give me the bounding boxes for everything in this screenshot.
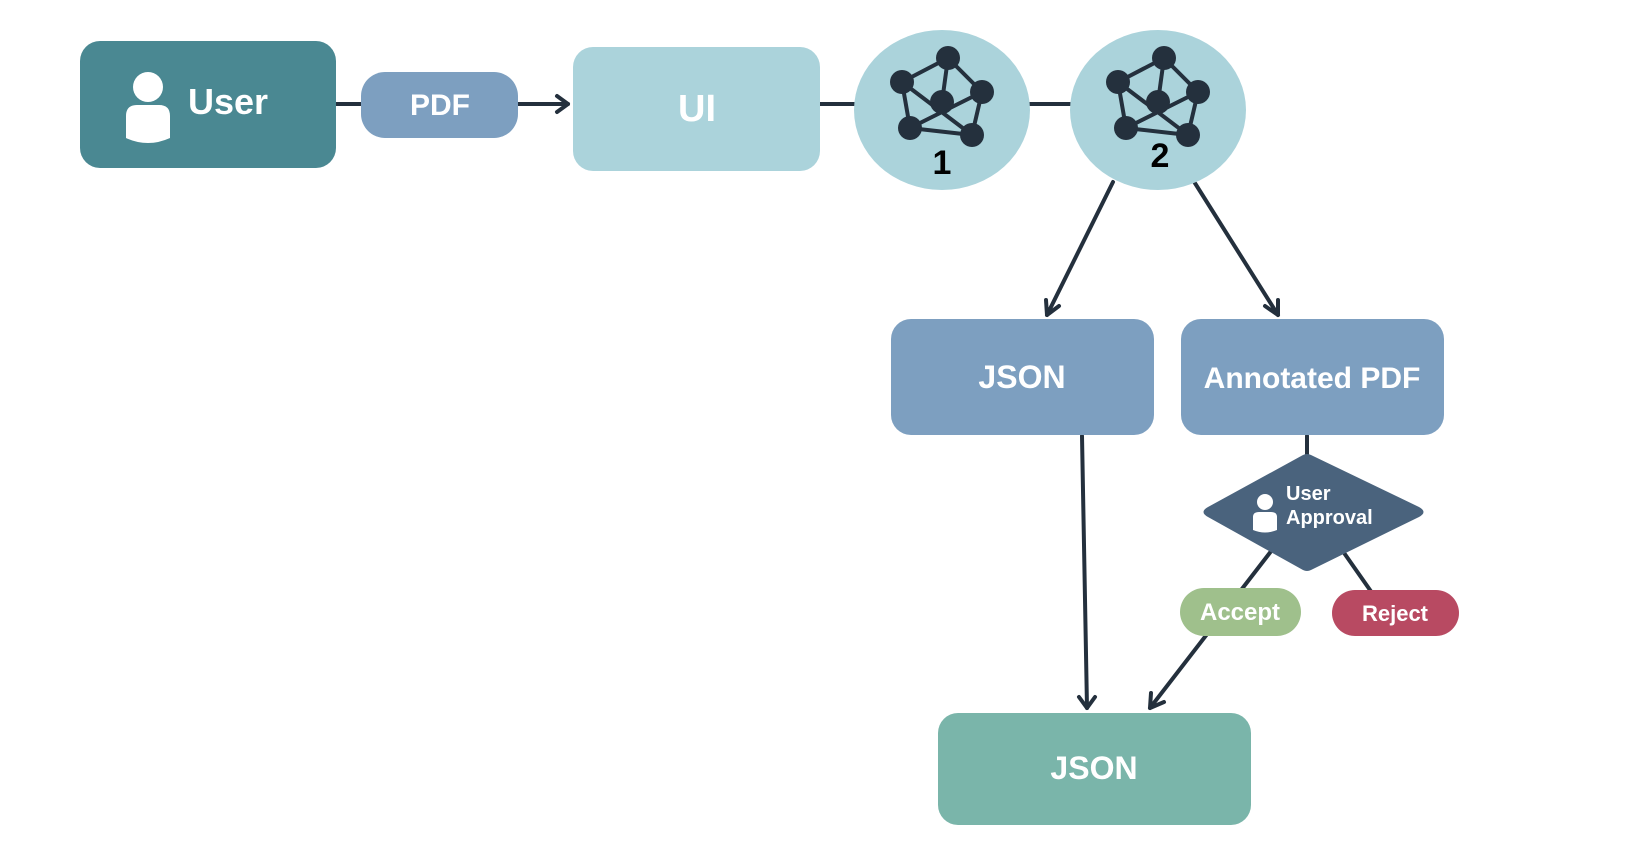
accept-pill (1180, 588, 1301, 636)
reject-pill (1332, 590, 1459, 636)
person-icon (126, 72, 170, 143)
json-output-box (891, 319, 1154, 435)
user-approval-label-line1: User (1286, 483, 1331, 505)
pdf-edge-label: PDF (361, 72, 518, 138)
annotated-pdf-node: Annotated PDF (1181, 319, 1444, 435)
person-icon (1253, 494, 1277, 533)
pdf-pill (361, 72, 518, 138)
reject-node: Reject (1332, 590, 1459, 636)
model-1-node: 1 (854, 30, 1030, 190)
ui-label: UI (678, 88, 716, 130)
annotated-pdf-box (1181, 319, 1444, 435)
edge-model-2-to-json (1045, 180, 1115, 317)
user-approval-label-line2: Approval (1286, 507, 1373, 529)
network-icon (1106, 46, 1210, 147)
ui-box (573, 47, 820, 171)
model-2-node: 2 (1070, 30, 1246, 190)
json-output-label: JSON (978, 359, 1065, 395)
user-node: User (80, 41, 336, 168)
annotated-pdf-label: Annotated PDF (1204, 362, 1421, 395)
network-icon (890, 46, 994, 147)
arrowhead-final-json-1 (1077, 695, 1097, 710)
arrowhead-final-json-2 (1148, 691, 1166, 710)
edge-model-2-to-annotated-pdf (1191, 178, 1280, 317)
user-approval-node: User Approval (1203, 454, 1424, 571)
reject-label: Reject (1362, 601, 1429, 626)
model-1-number: 1 (933, 144, 952, 182)
arrowhead-ui (555, 94, 570, 114)
final-json-label: JSON (1050, 750, 1137, 786)
user-approval-diamond (1203, 454, 1424, 571)
edge-json-to-final-json (1080, 434, 1089, 710)
pdf-label: PDF (410, 89, 470, 122)
user-label: User (188, 81, 268, 122)
arrowhead-annotated-pdf (1263, 298, 1280, 317)
ui-node: UI (573, 47, 820, 171)
arrowhead-json (1044, 298, 1061, 317)
final-json-box (938, 713, 1251, 825)
model-2-number: 2 (1151, 137, 1170, 175)
final-json-node: JSON (938, 713, 1251, 825)
accept-label: Accept (1200, 599, 1280, 626)
accept-node: Accept (1180, 588, 1301, 636)
json-output-node: JSON (891, 319, 1154, 435)
